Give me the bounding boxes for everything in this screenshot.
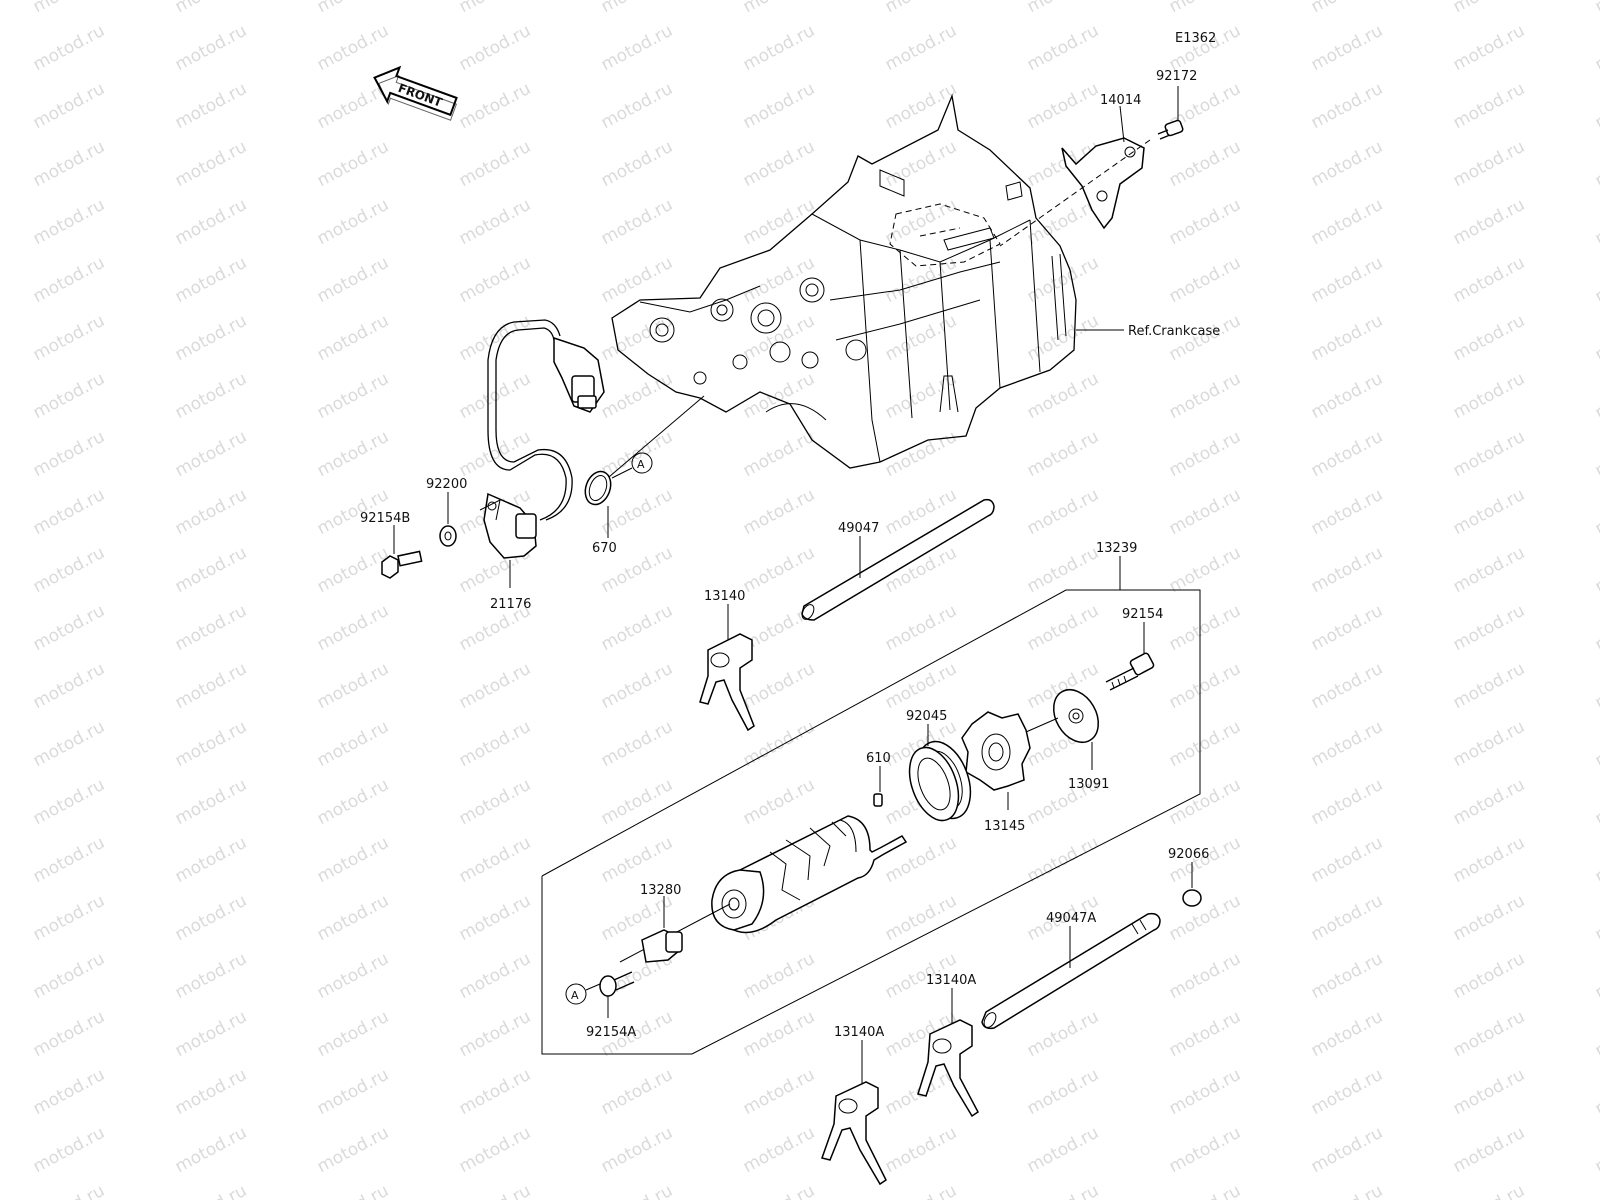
label-49047: 49047 (838, 521, 879, 536)
label-610: 610 (866, 751, 891, 766)
assembly-line (595, 395, 705, 489)
circle-ref-a-top (631, 452, 653, 474)
ref-crankcase-label: Ref.Crankcase (1128, 324, 1220, 339)
label-13145: 13145 (984, 819, 1025, 834)
crankcase-illustration (611, 93, 1077, 469)
part-670-o-ring (584, 470, 612, 506)
part-21176-sensor (479, 319, 605, 559)
part-92154a-bolt (599, 971, 635, 997)
part-13145-gear (961, 711, 1031, 791)
label-92154: 92154 (1122, 607, 1163, 622)
part-14014-bracket (1061, 137, 1145, 230)
label-13140a-1: 13140A (926, 973, 976, 988)
label-92200: 92200 (426, 477, 467, 492)
part-13091-plate (1052, 689, 1100, 743)
circle-ref-a-bottom (565, 983, 587, 1005)
circle-ref-a-bottom-label: A (571, 989, 579, 1002)
label-49047a: 49047A (1046, 911, 1096, 926)
front-arrow-icon: FRONT (373, 65, 458, 121)
label-92154b: 92154B (360, 511, 410, 526)
part-92154b-bolt (381, 550, 423, 579)
part-49047-shaft (801, 498, 995, 621)
label-13140a-2: 13140A (834, 1025, 884, 1040)
label-670: 670 (592, 541, 617, 556)
part-92172-screw (1157, 119, 1184, 140)
label-92066: 92066 (1168, 847, 1209, 862)
circle-ref-a-top-label: A (637, 458, 645, 471)
label-13140: 13140 (704, 589, 745, 604)
part-13140a-fork-1 (917, 1019, 979, 1118)
part-92200-washer (439, 525, 457, 547)
part-49047a-shaft (981, 912, 1161, 1030)
leader-14014 (1119, 105, 1125, 143)
label-13091: 13091 (1068, 777, 1109, 792)
part-610-pin (873, 793, 883, 807)
label-92045: 92045 (906, 709, 947, 724)
part-13239-shift-drum (711, 815, 908, 934)
part-92154-bolt (1105, 652, 1155, 691)
assembly-13239-frame (541, 589, 1201, 1055)
part-92045-bearing (908, 740, 972, 822)
label-13239: 13239 (1096, 541, 1137, 556)
part-13140a-fork-2 (821, 1081, 887, 1186)
label-13280: 13280 (640, 883, 681, 898)
label-14014: 14014 (1100, 93, 1141, 108)
part-92066-plug (1182, 889, 1202, 907)
part-13280-cam (641, 929, 683, 963)
label-21176: 21176 (490, 597, 531, 612)
assembly-line (999, 139, 1151, 247)
diagram-code: E1362 (1175, 31, 1216, 46)
label-92154a: 92154A (586, 1025, 636, 1040)
part-13140-fork (699, 633, 755, 732)
label-92172: 92172 (1156, 69, 1197, 84)
